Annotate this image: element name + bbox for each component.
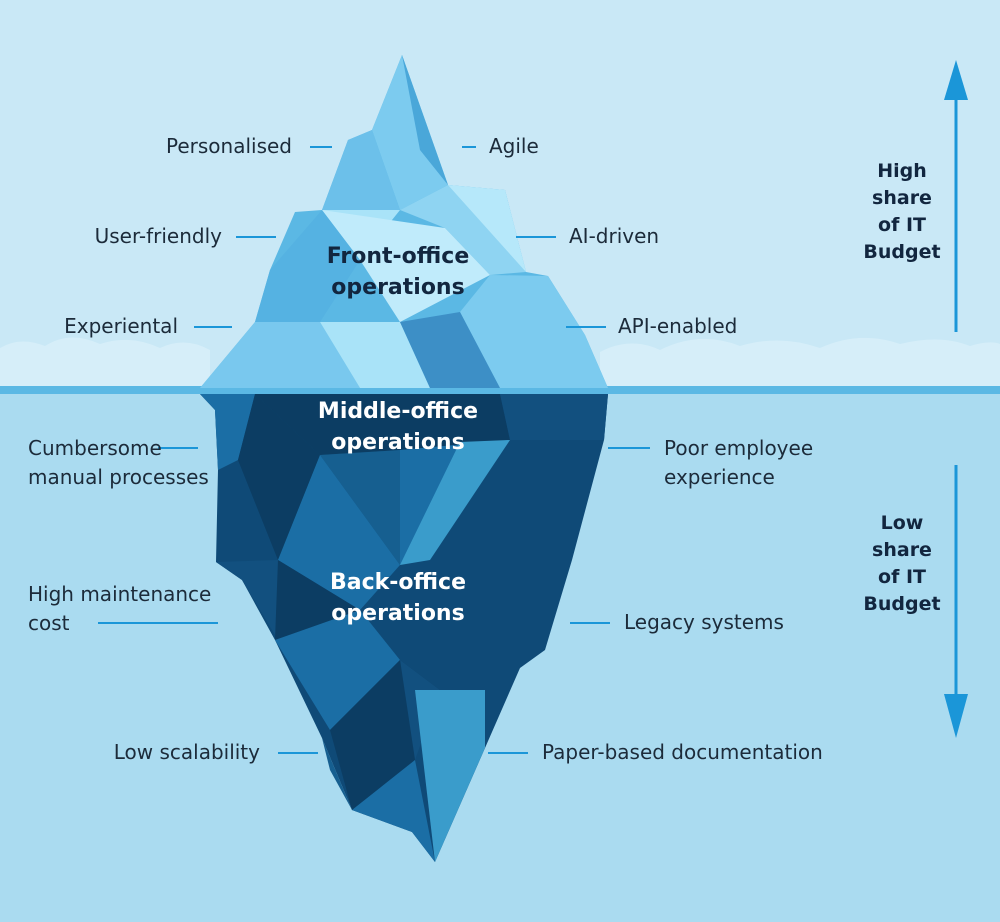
label-experiental: Experiental [64, 314, 178, 338]
label-paper-based-documentation: Paper-based documentation [542, 740, 823, 764]
low-share-it-budget-label: Low share of IT Budget [863, 512, 941, 615]
arrow-up-icon [944, 60, 968, 332]
waterline [0, 386, 1000, 394]
label-user-friendly: User-friendly [94, 224, 222, 248]
right-leader-lines [462, 146, 650, 754]
back-office-label: Back-office operations [329, 570, 467, 626]
high-share-it-budget-label: High share of IT Budget [863, 160, 941, 263]
iceberg-tip [200, 55, 608, 388]
label-low-scalability: Low scalability [113, 740, 260, 764]
label-agile: Agile [489, 134, 539, 158]
front-office-label: Front-office operations [326, 244, 470, 300]
arrow-down-icon [944, 465, 968, 738]
label-api-enabled: API-enabled [618, 314, 738, 338]
horizon-clouds [0, 337, 210, 388]
label-ai-driven: AI-driven [569, 224, 660, 248]
label-cumbersome-manual-processes: Cumbersome manual processes [28, 436, 209, 489]
label-poor-employee-experience: Poor employee experience [664, 436, 814, 489]
label-high-maintenance-cost: High maintenance cost [28, 582, 212, 635]
left-leader-lines [98, 146, 332, 754]
label-personalised: Personalised [166, 134, 292, 158]
horizon-clouds-right [600, 337, 1000, 388]
iceberg-base [200, 394, 608, 862]
label-legacy-systems: Legacy systems [624, 610, 784, 634]
middle-office-label: Middle-office operations [317, 399, 479, 455]
